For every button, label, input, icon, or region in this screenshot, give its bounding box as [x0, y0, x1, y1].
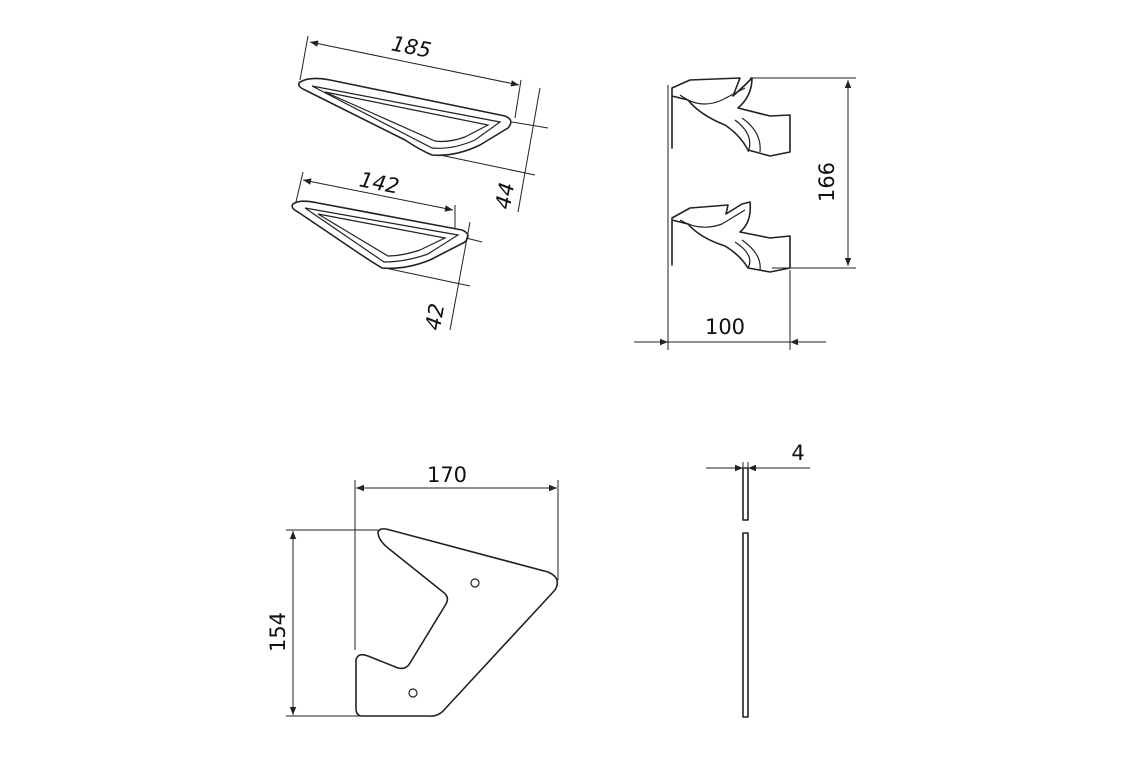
thickness-view: 4: [706, 441, 810, 718]
side-view: 166 100: [634, 77, 856, 350]
dim-plate-width: 170: [427, 463, 467, 487]
dim-side-height: 166: [815, 162, 839, 202]
mounting-hole: [470, 578, 480, 588]
dim-short-height: 42: [421, 302, 449, 332]
dim-long-height: 44: [491, 181, 519, 211]
long-part-view: 185 44: [298, 32, 549, 213]
short-part-view: 142 42: [291, 168, 483, 332]
dim-plate-height: 154: [266, 612, 290, 652]
plate-view: 170 154: [266, 463, 559, 717]
mounting-hole: [408, 688, 418, 698]
dim-side-width: 100: [705, 315, 745, 339]
dim-plate-thickness: 4: [791, 441, 804, 465]
dim-short-length: 142: [357, 168, 401, 199]
dim-long-length: 185: [389, 32, 433, 63]
